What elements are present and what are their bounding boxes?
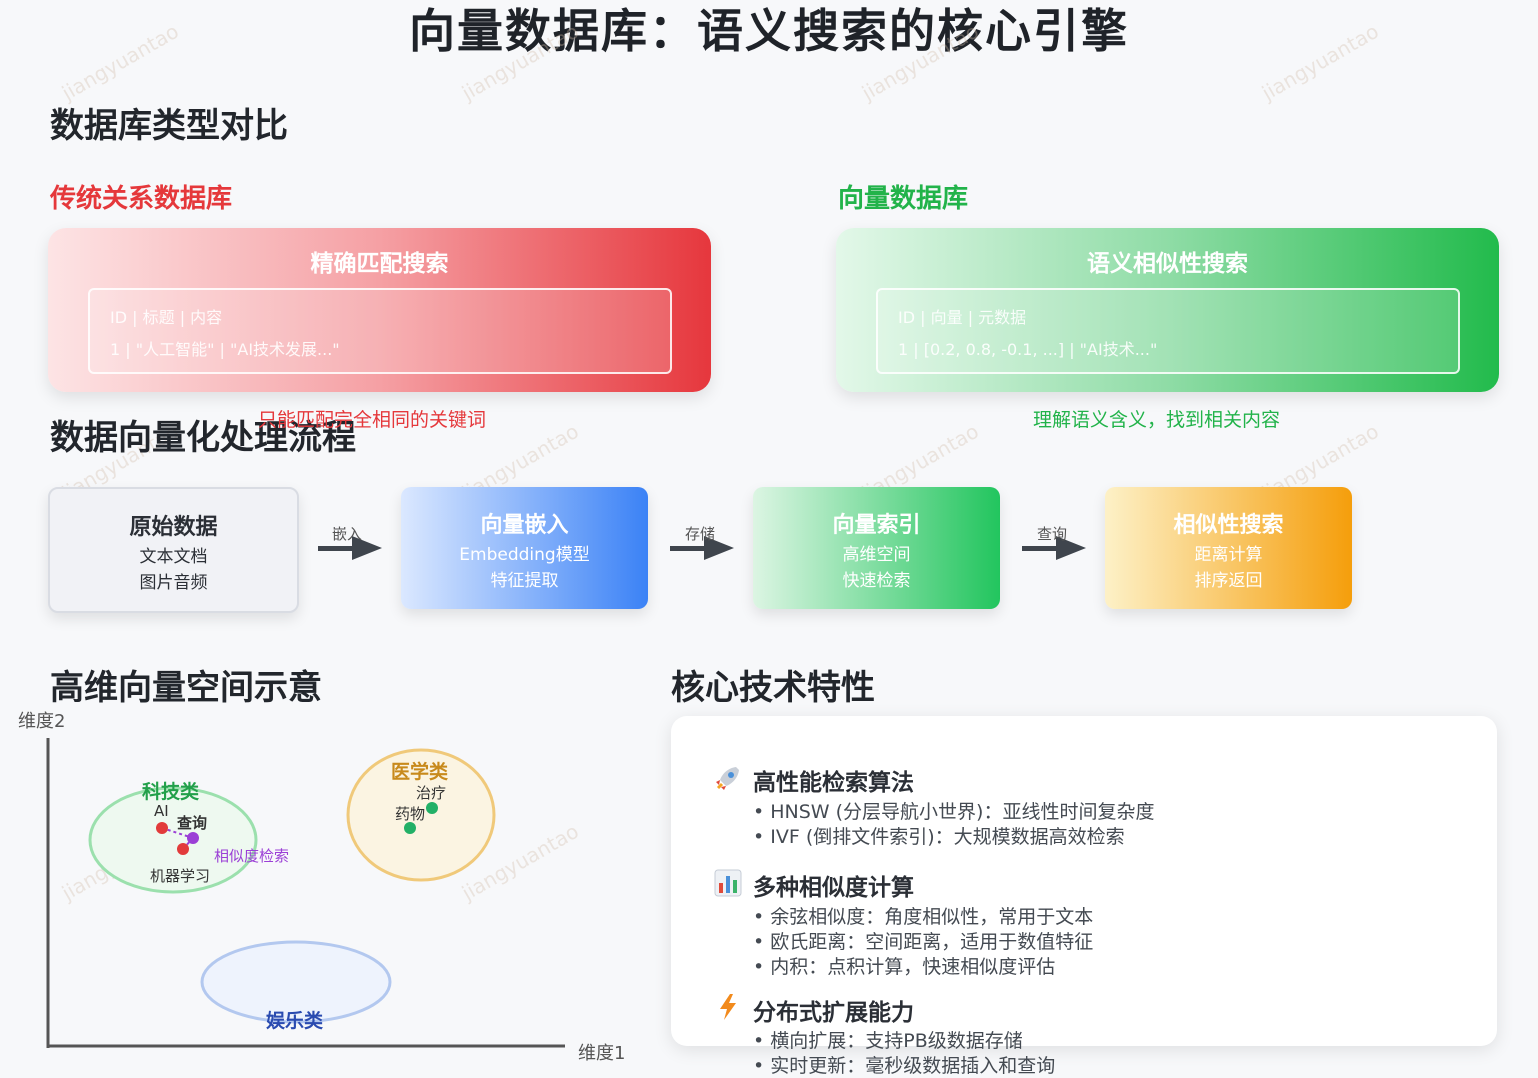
point-ai [156,822,168,834]
feature-item: • IVF (倒排文件索引)：大规模数据高效检索 [753,826,1125,848]
flow-step-line: 特征提取 [490,571,559,591]
point-label-query: 查询 [177,814,208,832]
feature-item-text: 实时更新：毫秒级数据插入和查询 [770,1055,1056,1077]
traditional-db-label: 传统关系数据库 [50,184,233,214]
feature-item-text: IVF (倒排文件索引)：大规模数据高效检索 [770,826,1125,848]
flow-step-line: 图片音频 [139,573,208,593]
flow-step-line: 排序返回 [1194,571,1263,591]
arrow-icon [670,546,706,551]
flow-step-raw-data: 原始数据 文本文档 图片音频 [48,487,299,613]
feature-item-text: 欧氏距离：空间距离，适用于数值特征 [770,931,1094,953]
vector-card-title: 语义相似性搜索 [1087,251,1248,277]
table-header-row: ID | 标题 | 内容 [110,308,223,327]
point-ml [177,843,189,855]
lightning-icon [720,994,736,1020]
point-label-drug: 药物 [395,805,426,823]
arrow-icon [704,536,734,560]
table-row: 1 | "人工智能" | "AI技术发展..." [110,340,340,359]
features-card [671,716,1497,1046]
arrow-label: 存储 [685,525,716,543]
table-row: 1 | [0.2, 0.8, -0.1, ...] | "AI技术..." [898,340,1158,359]
medical-cluster-label: 医学类 [391,761,449,783]
flow-step-line: 高维空间 [842,545,911,565]
medical-cluster [346,748,496,882]
table-header-row: ID | 向量 | 元数据 [898,308,1027,327]
tech-cluster-label: 科技类 [142,781,200,803]
vector-table-example: ID | 向量 | 元数据 1 | [0.2, 0.8, -0.1, ...] … [876,288,1460,374]
section-title-flow: 数据向量化处理流程 [50,418,356,458]
traditional-caption: 只能匹配完全相同的关键词 [258,409,487,431]
flow-step-embedding: 向量嵌入 Embedding模型 特征提取 [401,487,648,609]
section-title-features: 核心技术特性 [671,668,875,708]
point-label-ml: 机器学习 [150,867,211,885]
flow-step-index: 向量索引 高维空间 快速检索 [753,487,1000,609]
flow-step-line: Embedding模型 [459,545,590,565]
bar-chart-icon [714,869,742,897]
traditional-db-card: 精确匹配搜索 ID | 标题 | 内容 1 | "人工智能" | "AI技术发展… [48,228,711,392]
flow-step-line: 文本文档 [139,547,208,567]
arrow-label: 查询 [1037,525,1068,543]
point-treatment [426,802,438,814]
x-axis-label: 维度1 [578,1043,626,1064]
feature-title: 高性能检索算法 [753,770,914,796]
flow-step-title: 原始数据 [129,515,218,540]
section-title-comparison: 数据库类型对比 [50,106,288,146]
entertainment-cluster [200,940,392,1024]
tech-cluster [88,786,258,894]
arrow-icon [1056,536,1086,560]
feature-item-text: 横向扩展：支持PB级数据存储 [770,1030,1023,1052]
feature-item: • 欧氏距离：空间距离，适用于数值特征 [753,931,1094,953]
feature-item-text: 内积：点积计算，快速相似度评估 [770,956,1056,978]
vector-caption: 理解语义含义，找到相关内容 [1033,409,1281,431]
flow-step-similarity-search: 相似性搜索 距离计算 排序返回 [1105,487,1352,609]
y-axis-label: 维度2 [18,711,66,732]
point-label-ai: AI [154,802,169,820]
feature-item: • 内积：点积计算，快速相似度评估 [753,956,1056,978]
feature-item-text: HNSW (分层导航小世界)：亚线性时间复杂度 [770,801,1155,823]
flow-step-title: 向量索引 [832,513,921,538]
traditional-card-title: 精确匹配搜索 [310,251,449,277]
feature-item: • HNSW (分层导航小世界)：亚线性时间复杂度 [753,801,1155,823]
arrow-icon [318,546,354,551]
entertainment-cluster-label: 娱乐类 [266,1010,324,1032]
feature-item: • 余弦相似度：角度相似性，常用于文本 [753,906,1094,928]
flow-step-line: 快速检索 [842,571,911,591]
similarity-label: 相似度检索 [214,847,290,865]
point-label-treatment: 治疗 [416,784,447,802]
arrow-icon [1022,546,1058,551]
feature-item-text: 余弦相似度：角度相似性，常用于文本 [770,906,1094,928]
traditional-table-example: ID | 标题 | 内容 1 | "人工智能" | "AI技术发展..." [88,288,672,374]
feature-title: 多种相似度计算 [753,875,914,901]
feature-item: • 横向扩展：支持PB级数据存储 [753,1030,1023,1052]
point-query [187,832,199,844]
page-title: 向量数据库：语义搜索的核心引擎 [409,4,1129,58]
rocket-icon [716,767,739,790]
point-drug [404,822,416,834]
vector-db-label: 向量数据库 [838,184,969,214]
feature-item: • 实时更新：毫秒级数据插入和查询 [753,1055,1056,1077]
feature-title: 分布式扩展能力 [753,1000,914,1026]
flow-step-line: 距离计算 [1194,545,1263,565]
arrow-label: 嵌入 [332,525,363,543]
flow-step-title: 向量嵌入 [480,513,569,538]
arrow-icon [352,536,382,560]
flow-step-title: 相似性搜索 [1173,513,1284,538]
vector-db-card: 语义相似性搜索 ID | 向量 | 元数据 1 | [0.2, 0.8, -0.… [836,228,1499,392]
section-title-vector-space: 高维向量空间示意 [50,668,322,708]
